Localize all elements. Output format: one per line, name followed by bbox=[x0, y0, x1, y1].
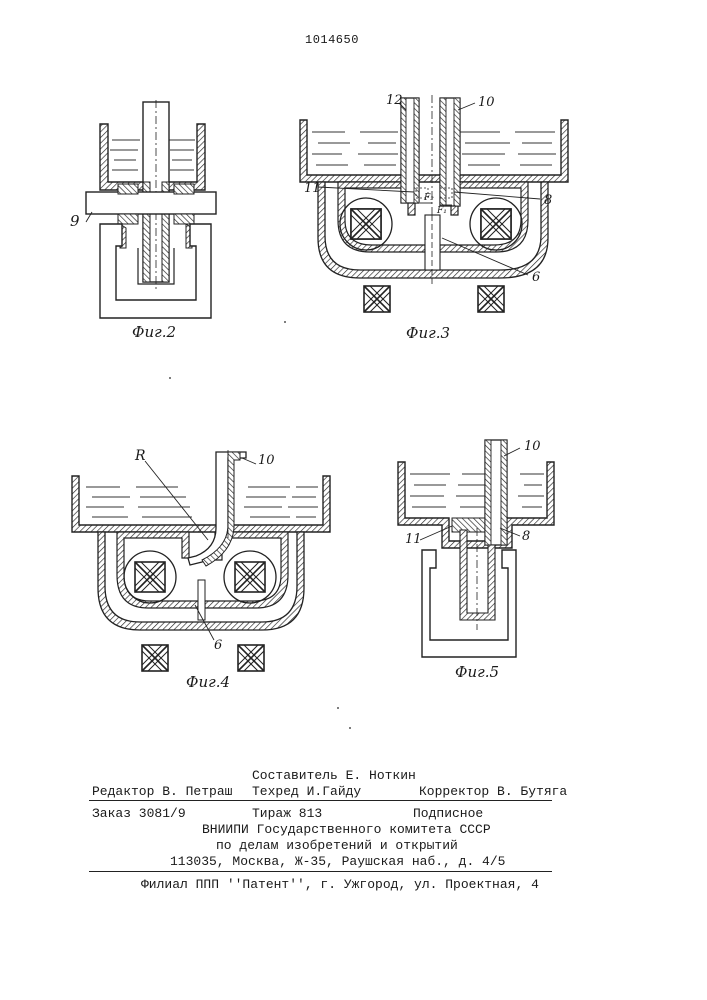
editor-line: Редактор В. Петраш bbox=[92, 784, 232, 799]
corrector-line: Корректор В. Бутяга bbox=[419, 784, 567, 799]
fig5-label-10: 10 bbox=[524, 439, 541, 454]
fig2-caption: Фиг.2 bbox=[132, 323, 176, 341]
fig4-label-6: 6 bbox=[214, 638, 222, 653]
fig3-label-f1: F₁ bbox=[436, 206, 447, 216]
techred-line: Техред И.Гайду bbox=[252, 784, 361, 799]
fig3-label-12: 12 bbox=[386, 93, 403, 108]
compiler-line: Составитель Е. Ноткин bbox=[252, 768, 416, 783]
fig2-label-9: 9 bbox=[70, 212, 80, 230]
figure-2 bbox=[86, 100, 216, 318]
figure-5 bbox=[398, 440, 554, 657]
fig3-label-10: 10 bbox=[478, 95, 495, 110]
fig5-caption: Фиг.5 bbox=[455, 663, 499, 681]
organization-line-1: ВНИИПИ Государственного комитета СССР bbox=[202, 822, 491, 837]
subscription-line: Подписное bbox=[413, 806, 483, 821]
fig4-label-10: 10 bbox=[258, 453, 275, 468]
figure-4 bbox=[72, 450, 330, 671]
circulation-line: Тираж 813 bbox=[252, 806, 322, 821]
separator-1 bbox=[89, 800, 552, 801]
organization-line-2: по делам изобретений и открытий bbox=[216, 838, 458, 853]
fig3-label-6: 6 bbox=[532, 270, 540, 285]
fig4-caption: Фиг.4 bbox=[186, 673, 230, 691]
fig3-caption: Фиг.3 bbox=[406, 324, 450, 342]
separator-2 bbox=[89, 871, 552, 872]
fig3-label-f2: F₂ bbox=[423, 193, 434, 203]
fig5-label-8: 8 bbox=[522, 529, 530, 544]
fig5-label-11: 11 bbox=[405, 532, 422, 547]
figure-3 bbox=[300, 95, 568, 312]
fig3-label-8: 8 bbox=[544, 193, 552, 208]
fig4-label-r: R bbox=[134, 448, 146, 464]
order-line: Заказ 3081/9 bbox=[92, 806, 186, 821]
fig3-label-11: 11 bbox=[304, 181, 321, 196]
address-line: 113035, Москва, Ж-35, Раушская наб., д. … bbox=[170, 854, 505, 869]
branch-line: Филиал ППП ''Патент'', г. Ужгород, ул. П… bbox=[141, 877, 539, 892]
